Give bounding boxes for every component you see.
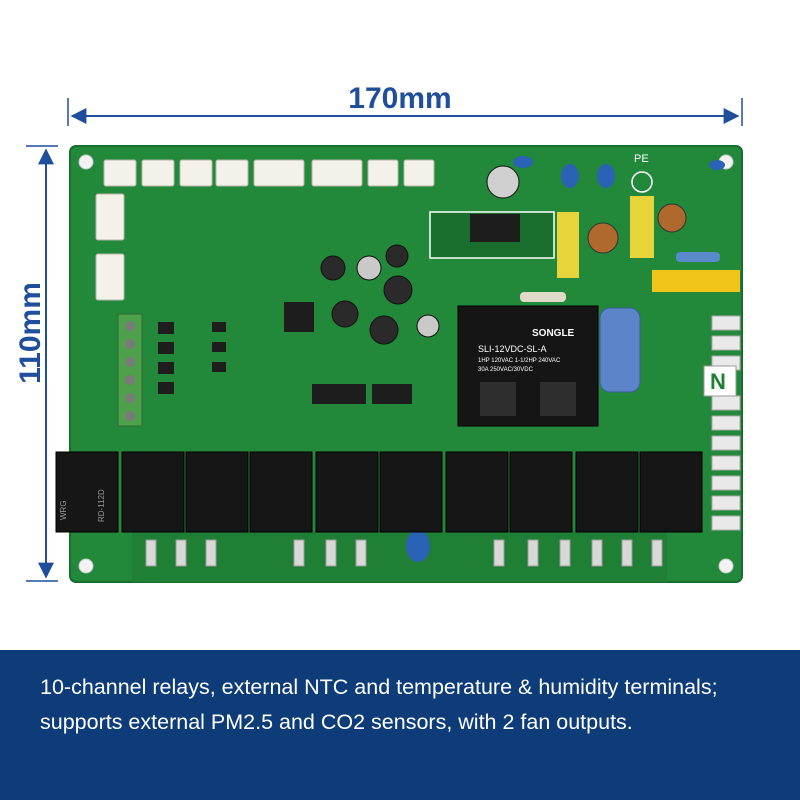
main-relay-rating-2: 30A 250VAC/30VDC [478,367,534,373]
pcb-lower-strip [132,530,667,582]
right-spade-terminals [711,315,741,531]
neutral-marker: N [710,369,726,394]
caption-band: 10-channel relays, external NTC and temp… [0,650,800,800]
relay-5 [315,451,379,533]
relay-row [55,451,703,533]
main-relay: SONGLE SLI-12VDC-SL-A 1HP 120VAC 1-1/2HP… [457,305,599,427]
width-dimension-label: 170mm [348,82,452,115]
top-connectors [103,159,435,187]
relay-8 [509,451,573,533]
relay-1 [55,451,119,533]
relay-6 [379,451,443,533]
relay-9 [575,451,639,533]
integrated-circuits [158,302,412,404]
relay-brand-labels: WRG RD-112D [59,489,106,522]
relay-2 [121,451,185,533]
relay-4 [249,451,313,533]
relay-7 [445,451,509,533]
main-relay-rating-1: 1HP 120VAC 1-1/2HP 240VAC [478,358,561,364]
height-dimension-line [26,145,58,582]
caption-text: 10-channel relays, external NTC and temp… [40,675,718,734]
pcb-board-illustration: PE SONGLE SLI-12VDC-SL-A 1HP 120VAC 1-1/… [26,98,743,583]
mounting-holes [78,154,734,574]
green-terminal-block [117,313,143,427]
relay-3 [185,451,249,533]
product-photo: PE SONGLE SLI-12VDC-SL-A 1HP 120VAC 1-1/… [14,82,743,583]
relay-brand-1: WRG [59,500,68,520]
height-dimension-label: 110mm [14,282,47,384]
relay-10 [639,451,703,533]
pe-label: PE [634,153,649,165]
bottom-spade-terminals [145,539,663,567]
film-capacitor [599,307,641,393]
capacitors [320,165,520,345]
power-section: PE [406,153,740,562]
width-dimension-line [67,98,743,126]
main-relay-brand: SONGLE [532,328,575,339]
main-relay-model: SLI-12VDC-SL-A [478,344,547,354]
left-connectors [95,193,125,301]
relay-model-1: RD-112D [97,489,106,522]
neutral-marker-box [703,365,737,397]
